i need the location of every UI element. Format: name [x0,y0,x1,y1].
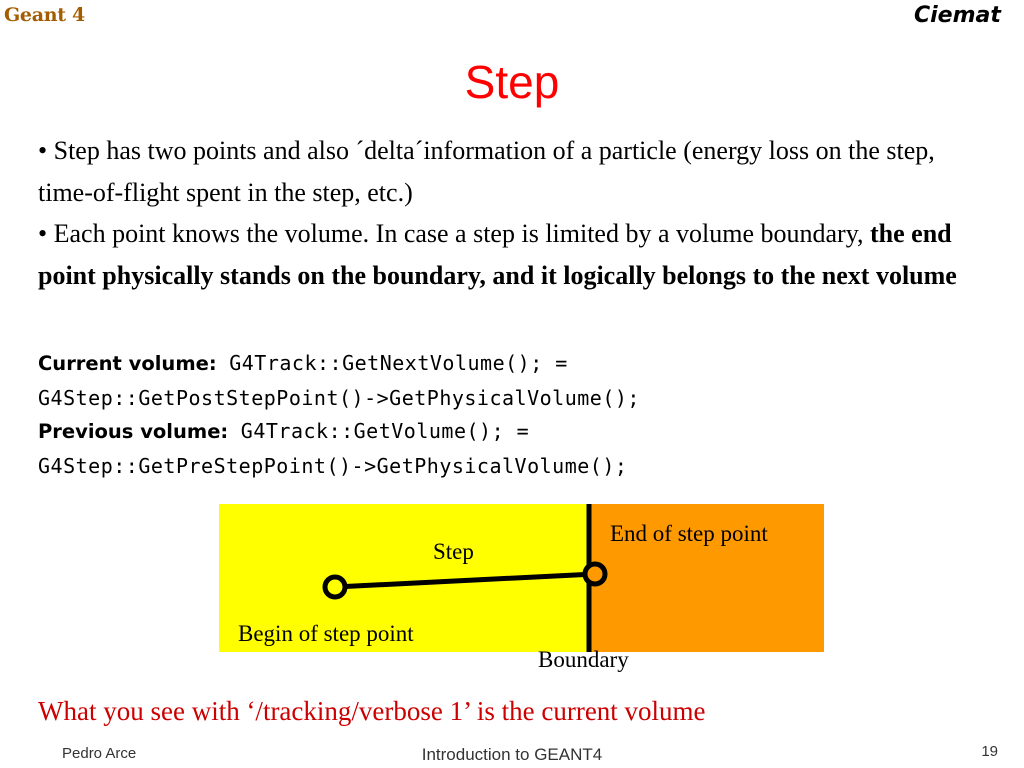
bullet-volume: • Each point knows the volume. In case a… [38,213,988,296]
current-volume-label: Current volume: [38,352,217,375]
boundary-label: Boundary [538,647,629,672]
end-point-marker [582,561,608,587]
previous-volume-code-continued: G4Step::GetPreStepPoint()->GetPhysicalVo… [38,453,628,478]
ciemat-logo: Ciemat [914,3,1002,28]
slide-body: • Step has two points and also ´delta´in… [38,130,988,296]
step-label: Step [433,539,474,564]
footer-presentation-title: Introduction to GEANT4 [421,745,603,764]
bullet-volume-bold: the end point physically stands on the b… [38,219,957,290]
previous-volume-line: Previous volume: G4Track::GetVolume(); = [38,415,998,450]
verbose-note: What you see with ‘/tracking/verbose 1’ … [38,696,706,726]
current-volume-code: G4Track::GetNextVolume(); = [216,351,568,375]
previous-volume-label: Previous volume: [38,420,229,443]
current-volume-line: Current volume: G4Track::GetNextVolume()… [38,347,998,382]
geant4-logo: Geant 4 [4,4,85,26]
begin-point-marker [322,574,348,600]
current-volume-code-continued: G4Step::GetPostStepPoint()->GetPhysicalV… [38,385,640,410]
bullet-volume-text: • Each point knows the volume. In case a… [38,219,871,248]
footer-author: Pedro Arce [62,745,137,762]
begin-point-label: Begin of step point [238,621,414,646]
volume-code-block: Current volume: G4Track::GetNextVolume()… [38,347,998,483]
end-point-label: End of step point [610,521,768,546]
previous-volume-code: G4Track::GetVolume(); = [228,419,530,443]
step-line [334,571,596,590]
bullet-step-points: • Step has two points and also ´delta´in… [38,136,935,207]
ciemat-logo-text: Ciemat [914,3,1002,28]
page-number: 19 [981,743,998,760]
step-diagram: Step End of step point Begin of step poi… [219,504,824,672]
slide-title: Step [464,56,560,108]
right-volume-region [589,504,824,652]
